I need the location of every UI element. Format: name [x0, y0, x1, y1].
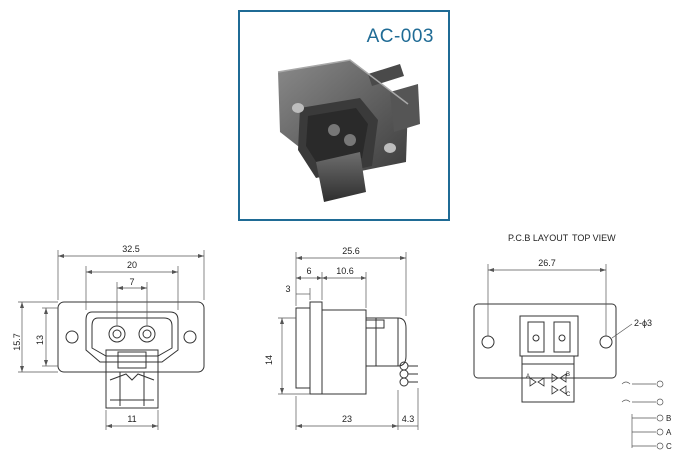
legend-b: B — [666, 414, 671, 423]
pcb-hole-note: 2-ϕ3 — [634, 318, 652, 328]
pcb-layout-label: P.C.B LAYOUT — [508, 233, 569, 243]
dim-overall-width: 32.5 — [122, 244, 140, 254]
pcb-layout-drawing — [473, 303, 617, 403]
front-view-drawing — [57, 301, 205, 409]
top-view-label: TOP VIEW — [572, 233, 616, 243]
dim-twentythree: 23 — [342, 414, 352, 424]
connector-photo-illustration — [277, 59, 420, 202]
dim-height-outer: 15.7 — [12, 333, 22, 351]
side-view-dimensions — [278, 252, 419, 430]
dim-center: 7 — [129, 277, 134, 287]
model-code: AC-003 — [366, 26, 434, 47]
pcb-pin-c: C — [566, 392, 571, 398]
legend-c: C — [666, 442, 672, 451]
dim-fourteen: 14 — [264, 355, 274, 365]
pcb-pin-pads — [529, 373, 567, 395]
pcb-pin-a: A — [526, 374, 530, 380]
side-view-drawing — [295, 301, 418, 395]
dim-bottom: 11 — [127, 414, 136, 424]
pcb-pin-b: B — [566, 372, 570, 378]
wiring-legend — [621, 380, 664, 450]
dim-six: 6 — [306, 266, 311, 276]
dim-ten-six: 10.6 — [336, 266, 354, 276]
pcb-dimensions — [487, 264, 633, 339]
dim-three: 3 — [285, 284, 290, 294]
product-photo-panel: AC-003 — [238, 10, 450, 221]
dimension-arrows — [20, 254, 606, 428]
legend-a: A — [666, 428, 672, 437]
dim-inner-width: 20 — [127, 260, 137, 270]
dim-length: 25.6 — [342, 246, 360, 256]
front-view-dimensions — [18, 250, 205, 430]
pcb-dim-width: 26.7 — [538, 258, 556, 268]
dim-four-three: 4.3 — [402, 414, 415, 424]
dim-height-inner: 13 — [35, 335, 45, 345]
